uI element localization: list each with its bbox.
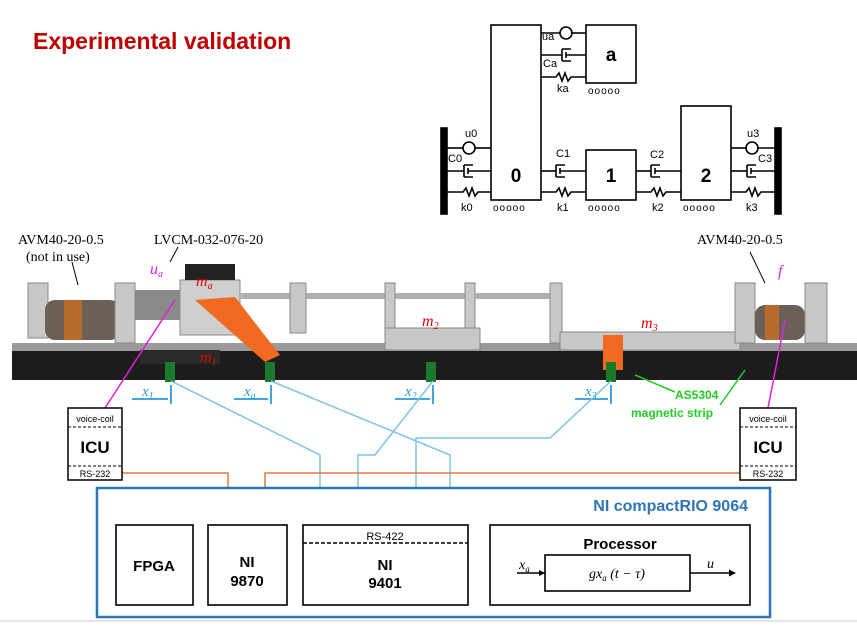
xa-label: xa (243, 384, 256, 402)
icu-left: voice-coil ICU RS-232 (67, 407, 123, 481)
sensor-label: AS5304 (675, 388, 719, 402)
mass-0 (490, 24, 542, 201)
ni9401-label-top: NI (378, 557, 393, 574)
icu-right: voice-coil ICU RS-232 (739, 407, 797, 481)
compactrio-box: NI compactRIO 9064 FPGA NI 9870 RS-422 N… (95, 486, 772, 619)
ni9401-box (302, 524, 469, 606)
mass-a (585, 24, 637, 84)
avm-right-label: AVM40-20-0.5 (697, 233, 783, 248)
mass-0-label: 0 (511, 166, 522, 187)
avm-left-note: (not in use) (26, 250, 90, 265)
label-u0: u0 (465, 128, 477, 140)
label-ca: Ca (543, 58, 558, 70)
rollers-1: ooooo (588, 203, 621, 214)
processor-label: Processor (583, 536, 657, 553)
processor-box (489, 524, 751, 606)
fpga-box (115, 524, 194, 606)
rollers-2: ooooo (683, 203, 716, 214)
m2-label: m2 (422, 313, 439, 332)
processor-output: u (707, 557, 714, 572)
icu-right-bottom: RS-232 (753, 469, 784, 479)
label-c1: C1 (556, 148, 570, 160)
processor-input: xa (518, 558, 530, 574)
icu-right-name: ICU (753, 438, 782, 457)
m3-label: m3 (641, 315, 658, 334)
mass-1-label: 1 (606, 166, 617, 187)
label-c0: C0 (448, 153, 462, 165)
spring-k0 (447, 185, 491, 199)
orange-lever (195, 297, 280, 362)
lumped-mass-model (440, 24, 782, 215)
label-c3: C3 (758, 153, 772, 165)
ua-label: ua (150, 261, 163, 280)
crio-title: NI compactRIO 9064 (593, 498, 748, 515)
m1-label: m1 (200, 349, 217, 368)
right-wall (774, 127, 782, 215)
slide-title: Experimental validation (33, 28, 292, 54)
label-k3: k3 (746, 202, 758, 214)
left-wall (440, 127, 448, 215)
ma-label: ma (196, 273, 213, 292)
icu-left-top: voice-coil (76, 414, 114, 424)
mass-a-label: a (606, 45, 617, 66)
label-k2: k2 (652, 202, 664, 214)
label-k0: k0 (461, 202, 473, 214)
ni9870-label-top: NI (240, 554, 255, 571)
rollers-0: ooooo (493, 203, 526, 214)
label-ua: ua (542, 31, 555, 43)
x2-label: x2 (404, 384, 417, 402)
mass-1 (585, 149, 637, 201)
label-c2: C2 (650, 149, 664, 161)
actuator-u0 (462, 141, 476, 155)
icu-right-top: voice-coil (749, 414, 787, 424)
ni9870-box (207, 524, 288, 606)
ni9870-label-bottom: 9870 (230, 573, 263, 590)
rs422-label: RS-422 (366, 531, 403, 543)
rollers-a: ooooo (588, 86, 621, 97)
ni9401-label-bottom: 9401 (368, 575, 401, 592)
lvcm-label: LVCM-032-076-20 (154, 233, 263, 248)
mass-2-label: 2 (701, 166, 712, 187)
avm-left-label: AVM40-20-0.5 (18, 233, 104, 248)
f-label: f (778, 263, 785, 280)
delay-function: gxa (t − τ) (589, 567, 645, 583)
label-k1: k1 (557, 202, 569, 214)
icu-left-bottom: RS-232 (80, 469, 111, 479)
fpga-label: FPGA (133, 558, 175, 575)
label-ka: ka (557, 83, 570, 95)
mass-2 (680, 105, 732, 201)
magnetic-strip-label: magnetic strip (631, 406, 713, 420)
label-u3: u3 (747, 128, 759, 140)
x1-label: x1 (141, 384, 154, 402)
icu-left-name: ICU (80, 438, 109, 457)
